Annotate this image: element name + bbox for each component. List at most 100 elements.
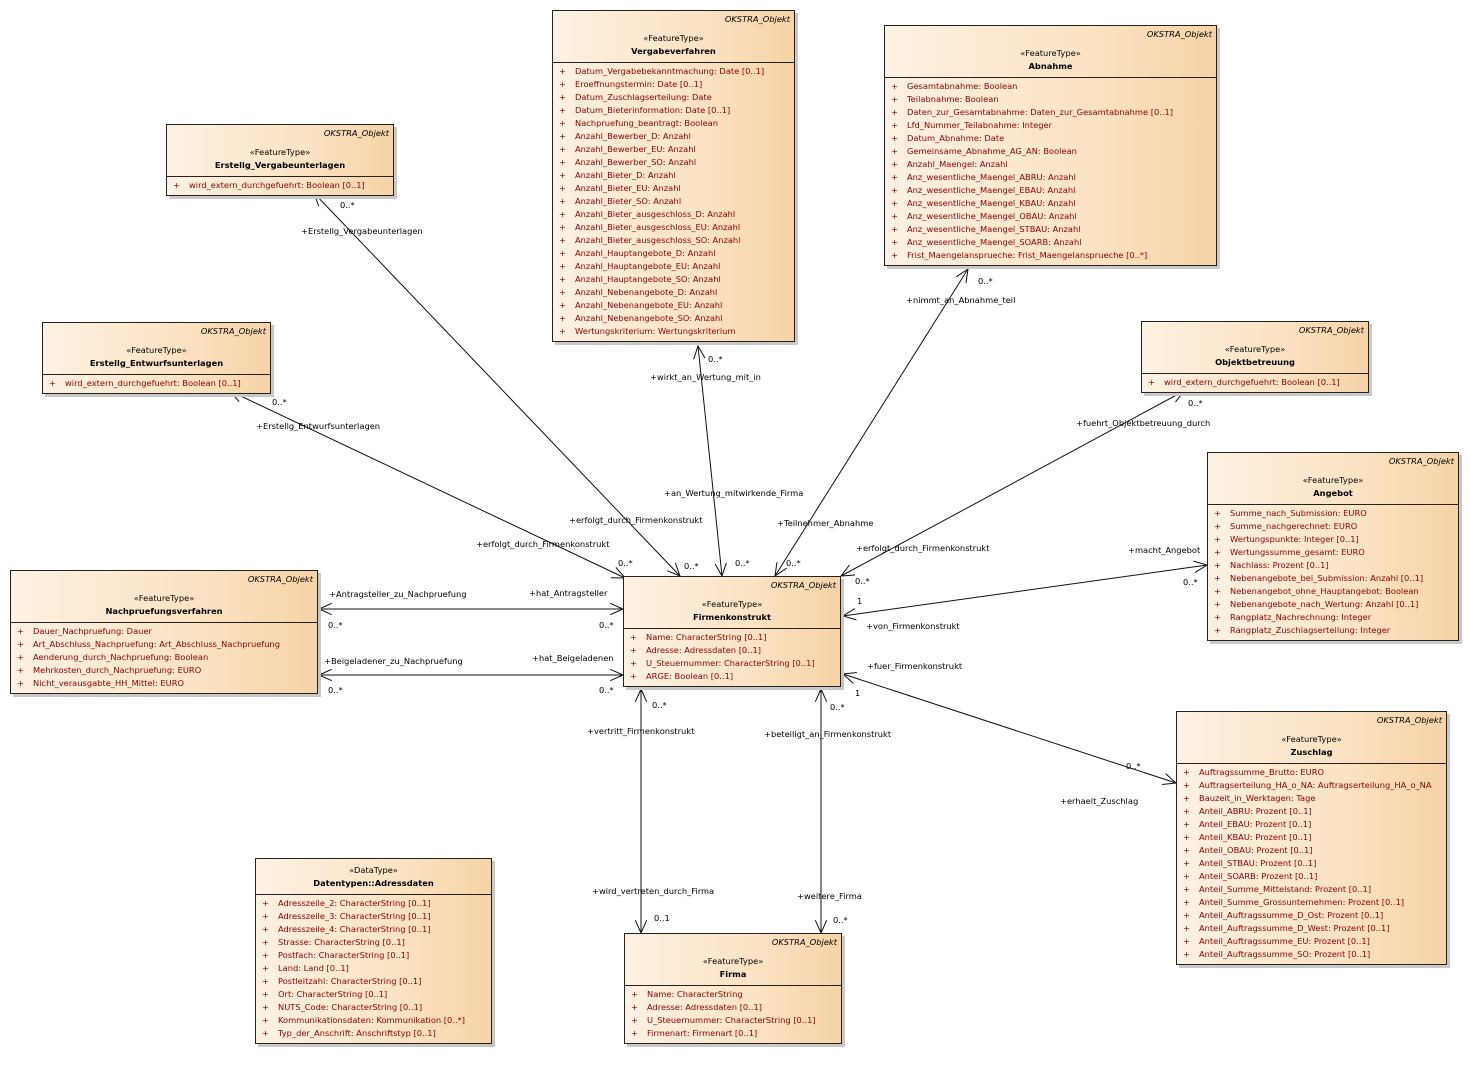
attribute-row[interactable]: +wird_extern_durchgefuehrt: Boolean [0..… <box>167 179 393 192</box>
attribute-row[interactable]: +Postleitzahl: CharacterString [0..1] <box>256 975 491 988</box>
attribute-row[interactable]: +Anteil_Summe_Grossunternehmen: Prozent … <box>1177 896 1446 909</box>
attribute-row[interactable]: +Anteil_Auftragssumme_SO: Prozent [0..1] <box>1177 948 1446 961</box>
attribute-row[interactable]: +Anzahl_Bewerber_SO: Anzahl <box>553 156 794 169</box>
attribute-row[interactable]: +Firmenart: Firmenart [0..1] <box>625 1027 841 1040</box>
attribute-row[interactable]: +Art_Abschluss_Nachpruefung: Art_Abschlu… <box>11 638 317 651</box>
attribute-row[interactable]: +Anz_wesentliche_Maengel_STBAU: Anzahl <box>885 223 1216 236</box>
attribute-row[interactable]: +Nebenangebote_nach_Wertung: Anzahl [0..… <box>1208 598 1458 611</box>
attribute-row[interactable]: +Adresse: Adressdaten [0..1] <box>624 644 840 657</box>
class-erstellg-vergabeunterlagen[interactable]: OKSTRA_Objekt«FeatureType»Erstellg_Verga… <box>166 124 394 196</box>
attribute-row[interactable]: +Lfd_Nummer_Teilabnahme: Integer <box>885 119 1216 132</box>
attribute-row[interactable]: +Adresszeile_2: CharacterString [0..1] <box>256 897 491 910</box>
class-nachpruefungsverfahren[interactable]: OKSTRA_Objekt«FeatureType»Nachpruefungsv… <box>10 570 318 694</box>
attribute-row[interactable]: +U_Steuernummer: CharacterString [0..1] <box>625 1014 841 1027</box>
attribute-row[interactable]: +Anzahl_Bieter_ausgeschloss_D: Anzahl <box>553 208 794 221</box>
attribute-row[interactable]: +Anzahl_Bieter_EU: Anzahl <box>553 182 794 195</box>
attribute-row[interactable]: +Anteil_EBAU: Prozent [0..1] <box>1177 818 1446 831</box>
class-firmenkonstrukt[interactable]: OKSTRA_Objekt«FeatureType»Firmenkonstruk… <box>623 576 841 687</box>
attribute-row[interactable]: +Anzahl_Bieter_ausgeschloss_EU: Anzahl <box>553 221 794 234</box>
attribute-row[interactable]: +U_Steuernummer: CharacterString [0..1] <box>624 657 840 670</box>
attribute-row[interactable]: +Land: Land [0..1] <box>256 962 491 975</box>
attribute-row[interactable]: +Anzahl_Bewerber_D: Anzahl <box>553 130 794 143</box>
association-erstellg-entwurf[interactable] <box>229 390 626 579</box>
class-angebot[interactable]: OKSTRA_Objekt«FeatureType»Angebot+Summe_… <box>1207 452 1459 641</box>
attribute-row[interactable]: +Gesamtabnahme: Boolean <box>885 80 1216 93</box>
attribute-row[interactable]: +Anz_wesentliche_Maengel_KBAU: Anzahl <box>885 197 1216 210</box>
class-abnahme[interactable]: OKSTRA_Objekt«FeatureType»Abnahme+Gesamt… <box>884 25 1217 266</box>
attribute-row[interactable]: +Eroeffnungstermin: Date [0..1] <box>553 78 794 91</box>
attribute-row[interactable]: +Anzahl_Nebenangebote_EU: Anzahl <box>553 299 794 312</box>
attribute-row[interactable]: +Anzahl_Hauptangebote_SO: Anzahl <box>553 273 794 286</box>
attribute-row[interactable]: +Gemeinsame_Abnahme_AG_AN: Boolean <box>885 145 1216 158</box>
attribute-row[interactable]: +Datum_Vergabebekanntmachung: Date [0..1… <box>553 65 794 78</box>
class-objektbetreuung[interactable]: OKSTRA_Objekt«FeatureType»Objektbetreuun… <box>1141 321 1369 393</box>
attribute-row[interactable]: +Name: CharacterString [0..1] <box>624 631 840 644</box>
attribute-row[interactable]: +NUTS_Code: CharacterString [0..1] <box>256 1001 491 1014</box>
attribute-row[interactable]: +Kommunikationsdaten: Kommunikation [0..… <box>256 1014 491 1027</box>
class-vergabeverfahren[interactable]: OKSTRA_Objekt«FeatureType»Vergabeverfahr… <box>552 10 795 342</box>
attribute-row[interactable]: +Anzahl_Bieter_D: Anzahl <box>553 169 794 182</box>
attribute-row[interactable]: +Anteil_SOARB: Prozent [0..1] <box>1177 870 1446 883</box>
association-angebot[interactable] <box>842 564 1208 617</box>
attribute-row[interactable]: +Datum_Abnahme: Date <box>885 132 1216 145</box>
attribute-row[interactable]: +Nachpruefung_beantragt: Boolean <box>553 117 794 130</box>
attribute-row[interactable]: +Anzahl_Bewerber_EU: Anzahl <box>553 143 794 156</box>
attribute-row[interactable]: +Ort: CharacterString [0..1] <box>256 988 491 1001</box>
attribute-row[interactable]: +Aenderung_durch_Nachpruefung: Boolean <box>11 651 317 664</box>
attribute-row[interactable]: +Nicht_verausgabte_HH_Mittel: EURO <box>11 677 317 690</box>
attribute-row[interactable]: +Anzahl_Nebenangebote_D: Anzahl <box>553 286 794 299</box>
attribute-row[interactable]: +Typ_der_Anschrift: Anschriftstyp [0..1] <box>256 1027 491 1040</box>
attribute-row[interactable]: +Anzahl_Nebenangebote_SO: Anzahl <box>553 312 794 325</box>
attribute-row[interactable]: +Anzahl_Hauptangebote_D: Anzahl <box>553 247 794 260</box>
attribute-row[interactable]: +Auftragssumme_Brutto: EURO <box>1177 766 1446 779</box>
attribute-row[interactable]: +Anz_wesentliche_Maengel_EBAU: Anzahl <box>885 184 1216 197</box>
attribute-row[interactable]: +Nebenangebote_bei_Submission: Anzahl [0… <box>1208 572 1458 585</box>
attribute-row[interactable]: +Daten_zur_Gesamtabnahme: Daten_zur_Gesa… <box>885 106 1216 119</box>
attribute-row[interactable]: +Strasse: CharacterString [0..1] <box>256 936 491 949</box>
attribute-row[interactable]: +Anteil_KBAU: Prozent [0..1] <box>1177 831 1446 844</box>
class-adressdaten[interactable]: «DataType»Datentypen::Adressdaten+Adress… <box>255 858 492 1044</box>
attribute-row[interactable]: +wird_extern_durchgefuehrt: Boolean [0..… <box>43 377 270 390</box>
attribute-row[interactable]: +Mehrkosten_durch_Nachpruefung: EURO <box>11 664 317 677</box>
attribute-row[interactable]: +Anteil_Auftragssumme_EU: Prozent [0..1] <box>1177 935 1446 948</box>
attribute-row[interactable]: +Anteil_ABRU: Prozent [0..1] <box>1177 805 1446 818</box>
class-firma[interactable]: OKSTRA_Objekt«FeatureType»Firma+Name: Ch… <box>624 933 842 1044</box>
attribute-row[interactable]: +ARGE: Boolean [0..1] <box>624 670 840 683</box>
attribute-row[interactable]: +Anz_wesentliche_Maengel_ABRU: Anzahl <box>885 171 1216 184</box>
attribute-row[interactable]: +Rangplatz_Zuschlagserteilung: Integer <box>1208 624 1458 637</box>
attribute-row[interactable]: +Wertungspunkte: Integer [0..1] <box>1208 533 1458 546</box>
attribute-row[interactable]: +Auftragserteilung_HA_o_NA: Auftragserte… <box>1177 779 1446 792</box>
attribute-row[interactable]: +Datum_Bieterinformation: Date [0..1] <box>553 104 794 117</box>
attribute-row[interactable]: +Anzahl_Bieter_ausgeschloss_SO: Anzahl <box>553 234 794 247</box>
attribute-row[interactable]: +Summe_nach_Submission: EURO <box>1208 507 1458 520</box>
attribute-row[interactable]: +Anz_wesentliche_Maengel_OBAU: Anzahl <box>885 210 1216 223</box>
attribute-row[interactable]: +Frist_Maengelansprueche: Frist_Maengela… <box>885 249 1216 262</box>
attribute-row[interactable]: +Anteil_Auftragssumme_D_Ost: Prozent [0.… <box>1177 909 1446 922</box>
attribute-row[interactable]: +Anteil_OBAU: Prozent [0..1] <box>1177 844 1446 857</box>
attribute-row[interactable]: +Anzahl_Bieter_SO: Anzahl <box>553 195 794 208</box>
attribute-row[interactable]: +Datum_Zuschlagserteilung: Date <box>553 91 794 104</box>
class-erstellg-entwurfsunterlagen[interactable]: OKSTRA_Objekt«FeatureType»Erstellg_Entwu… <box>42 322 271 394</box>
attribute-row[interactable]: +Anteil_Summe_Mittelstand: Prozent [0..1… <box>1177 883 1446 896</box>
attribute-row[interactable]: +Anz_wesentliche_Maengel_SOARB: Anzahl <box>885 236 1216 249</box>
attribute-row[interactable]: +wird_extern_durchgefuehrt: Boolean [0..… <box>1142 376 1368 389</box>
attribute-row[interactable]: +Name: CharacterString <box>625 988 841 1001</box>
attribute-row[interactable]: +Dauer_Nachpruefung: Dauer <box>11 625 317 638</box>
attribute-row[interactable]: +Nachlass: Prozent [0..1] <box>1208 559 1458 572</box>
attribute-row[interactable]: +Anzahl_Maengel: Anzahl <box>885 158 1216 171</box>
attribute-row[interactable]: +Teilabnahme: Boolean <box>885 93 1216 106</box>
association-abnahme[interactable] <box>774 268 969 577</box>
class-zuschlag[interactable]: OKSTRA_Objekt«FeatureType»Zuschlag+Auftr… <box>1176 711 1447 965</box>
attribute-row[interactable]: +Anteil_STBAU: Prozent [0..1] <box>1177 857 1446 870</box>
attribute-row[interactable]: +Wertungssumme_gesamt: EURO <box>1208 546 1458 559</box>
attribute-row[interactable]: +Postfach: CharacterString [0..1] <box>256 949 491 962</box>
attribute-row[interactable]: +Nebenangebot_ohne_Hauptangebot: Boolean <box>1208 585 1458 598</box>
attribute-row[interactable]: +Rangplatz_Nachrechnung: Integer <box>1208 611 1458 624</box>
attribute-row[interactable]: +Wertungskriterium: Wertungskriterium <box>553 325 794 338</box>
attribute-row[interactable]: +Anzahl_Hauptangebote_EU: Anzahl <box>553 260 794 273</box>
attribute-row[interactable]: +Summe_nachgerechnet: EURO <box>1208 520 1458 533</box>
attribute-row[interactable]: +Adresse: Adressdaten [0..1] <box>625 1001 841 1014</box>
attribute-row[interactable]: +Anteil_Auftragssumme_D_West: Prozent [0… <box>1177 922 1446 935</box>
attribute-row[interactable]: +Adresszeile_4: CharacterString [0..1] <box>256 923 491 936</box>
attribute-row[interactable]: +Adresszeile_3: CharacterString [0..1] <box>256 910 491 923</box>
